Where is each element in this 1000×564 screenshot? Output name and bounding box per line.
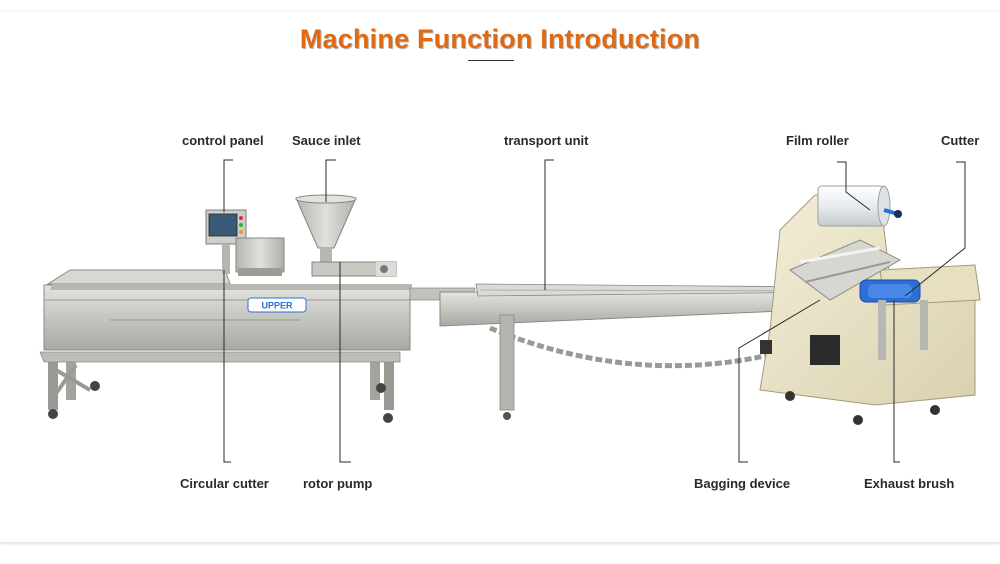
label-circular-cutter: Circular cutter	[180, 476, 269, 491]
label-transport-unit: transport unit	[504, 133, 589, 148]
page-title: Machine Function Introduction	[299, 24, 701, 54]
label-cutter: Cutter	[941, 133, 980, 148]
title-underline	[468, 60, 514, 61]
transport-conveyor	[439, 283, 851, 420]
label-bagging-device: Bagging device	[694, 476, 791, 491]
label-exhaust-brush: Exhaust brush	[864, 476, 955, 491]
forming-machine: UPPER	[39, 194, 476, 423]
callout-lines	[223, 159, 966, 463]
label-rotor-pump: rotor pump	[303, 476, 373, 491]
brand-logo-text: UPPER	[261, 301, 293, 311]
label-sauce-inlet: Sauce inlet	[292, 133, 361, 148]
flow-wrapper	[759, 185, 981, 425]
label-control-panel: control panel	[182, 133, 264, 148]
label-film-roller: Film roller	[786, 133, 849, 148]
